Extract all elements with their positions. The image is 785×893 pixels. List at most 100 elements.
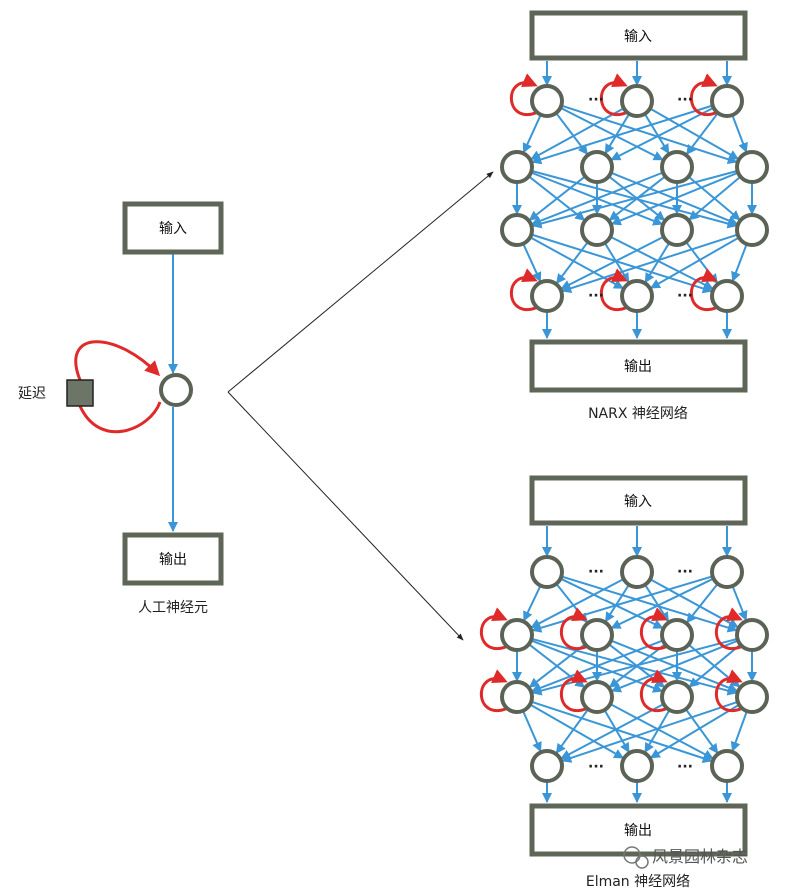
elman-l3-edge-0-0 bbox=[522, 710, 542, 753]
narx-l1-edge-1-1 bbox=[604, 113, 631, 155]
elman-l3-edge-1-0 bbox=[555, 708, 590, 754]
narx-l1-edge-2-2 bbox=[685, 112, 719, 156]
elman-l3-edge-1-2 bbox=[609, 703, 714, 760]
elman-caption: Elman 神经网络 bbox=[586, 874, 690, 890]
elman-ellipsis-bottom-2: ··· bbox=[677, 759, 693, 775]
elman-l1-edge-1-0 bbox=[530, 578, 625, 629]
elman-output-node-0 bbox=[530, 749, 564, 783]
elman-ellipsis-top-1: ··· bbox=[588, 564, 604, 580]
elman-hidden1-recurrent-loop-2 bbox=[639, 607, 669, 650]
elman-l1-edge-0-0 bbox=[522, 585, 542, 622]
elman-l2-edge-3-1 bbox=[610, 639, 739, 693]
narx-l2-edge-1-0 bbox=[528, 175, 586, 221]
single-recurrent-loop-upper bbox=[74, 340, 161, 381]
elman-output-node-1 bbox=[620, 749, 654, 783]
single-neuron-node bbox=[159, 373, 193, 407]
narx-l1-edge-2-3 bbox=[731, 114, 748, 153]
narx-l3-edge-0-2 bbox=[531, 233, 713, 294]
narx-l1-edge-2-1 bbox=[610, 106, 715, 161]
elman-hidden1-recurrent-loop-1 bbox=[559, 607, 589, 650]
narx-input-label: 输入 bbox=[624, 29, 652, 45]
elman-input-node-0 bbox=[530, 555, 564, 589]
elman-l2-edge-3-0 bbox=[531, 637, 738, 696]
narx-input-node-0 bbox=[530, 84, 564, 118]
narx-hidden1-node-3 bbox=[735, 150, 769, 184]
narx-output-recurrent-loop-0 bbox=[509, 268, 539, 311]
elman-l1-edge-2-2 bbox=[686, 583, 719, 624]
elman-hidden2-node-2 bbox=[660, 680, 694, 714]
narx-network: 输入 输出 NARX 神经网络 ··· ··· ··· ··· bbox=[529, 10, 748, 422]
elman-l2-edge-2-0 bbox=[530, 639, 664, 693]
narx-hidden1-node-1 bbox=[580, 150, 614, 184]
elman-hidden1-node-0 bbox=[500, 618, 534, 652]
elman-l3-edge-3-0 bbox=[561, 700, 739, 763]
elman-l3-edge-2-1 bbox=[644, 709, 671, 754]
delay-block bbox=[66, 379, 94, 407]
arrow-to-narx bbox=[227, 171, 494, 393]
narx-l3-edge-2-0 bbox=[560, 235, 665, 290]
elman-hidden2-recurrent-loop-2 bbox=[639, 669, 669, 712]
narx-hidden2-node-3 bbox=[735, 213, 769, 247]
elman-output-node-2 bbox=[710, 749, 744, 783]
single-recurrent-loop-lower bbox=[78, 401, 162, 434]
elman-l1-edge-2-1 bbox=[610, 577, 714, 629]
narx-output-node-1 bbox=[620, 279, 654, 313]
elman-hidden1-node-1 bbox=[580, 618, 614, 652]
elman-hidden2-recurrent-loop-0 bbox=[479, 669, 509, 712]
narx-hidden1-node-2 bbox=[660, 150, 694, 184]
arrow-to-elman bbox=[227, 391, 464, 641]
narx-output-recurrent-loop-1 bbox=[599, 268, 629, 311]
elman-l2-edge-1-0 bbox=[528, 643, 586, 688]
narx-input-recurrent-loop-1 bbox=[599, 73, 629, 116]
narx-ellipsis-bottom-2: ··· bbox=[677, 288, 693, 304]
elman-input-box: 输入 bbox=[529, 475, 748, 526]
narx-l3-edge-1-0 bbox=[555, 241, 589, 285]
delay-label: 延迟 bbox=[18, 386, 46, 402]
narx-l2-edge-3-2 bbox=[688, 175, 742, 221]
narx-l1-edge-1-2 bbox=[643, 113, 670, 155]
narx-l3-edge-3-1 bbox=[650, 236, 740, 289]
single-neuron-diagram: 输入 输出 延迟 人工神经元 bbox=[18, 201, 224, 616]
elman-l3-edge-0-2 bbox=[530, 700, 713, 763]
elman-l3-edge-3-2 bbox=[730, 710, 748, 752]
narx-input-box: 输入 bbox=[529, 10, 748, 61]
narx-l1-edge-1-3 bbox=[649, 107, 739, 160]
narx-input-recurrent-loop-0 bbox=[509, 73, 539, 116]
elman-l2-edge-3-2 bbox=[688, 643, 742, 688]
narx-l3-edge-3-2 bbox=[731, 243, 748, 282]
elman-hidden2-recurrent-loop-1 bbox=[559, 669, 589, 712]
narx-ellipsis-top-2: ··· bbox=[677, 92, 693, 108]
wechat-icon bbox=[623, 846, 649, 869]
recurrent-loop-layer bbox=[74, 73, 744, 712]
narx-l3-edge-0-0 bbox=[522, 243, 542, 283]
narx-input-node-2 bbox=[710, 84, 744, 118]
elman-hidden1-recurrent-loop-0 bbox=[479, 607, 509, 650]
watermark: 风景园林杂志 bbox=[623, 846, 748, 869]
single-neuron-caption: 人工神经元 bbox=[138, 600, 208, 616]
elman-hidden2-node-0 bbox=[500, 680, 534, 714]
elman-ellipsis-bottom-1: ··· bbox=[588, 759, 604, 775]
elman-input-label: 输入 bbox=[624, 494, 652, 510]
narx-input-node-1 bbox=[620, 84, 654, 118]
watermark-text: 风景园林杂志 bbox=[652, 847, 748, 866]
elman-l3-edge-1-1 bbox=[603, 709, 630, 754]
narx-l3-edge-3-0 bbox=[561, 233, 739, 294]
neuron-layer bbox=[159, 84, 769, 783]
elman-ellipsis-top-2: ··· bbox=[677, 564, 693, 580]
elman-hidden2-node-3 bbox=[735, 680, 769, 714]
elman-l3-edge-2-0 bbox=[560, 703, 665, 760]
narx-output-label: 输出 bbox=[624, 359, 652, 375]
narx-ellipsis-bottom-1: ··· bbox=[588, 288, 604, 304]
elman-l3-edge-0-1 bbox=[529, 703, 624, 759]
single-input-label: 输入 bbox=[159, 221, 187, 237]
narx-hidden2-node-2 bbox=[660, 213, 694, 247]
narx-hidden2-node-1 bbox=[580, 213, 614, 247]
elman-hidden1-node-2 bbox=[660, 618, 694, 652]
narx-l1-edge-0-0 bbox=[522, 114, 542, 154]
narx-l1-edge-1-0 bbox=[530, 107, 625, 161]
narx-input-recurrent-loop-2 bbox=[689, 73, 719, 116]
elman-hidden2-node-1 bbox=[580, 680, 614, 714]
elman-l3-edge-3-1 bbox=[649, 703, 740, 759]
narx-ellipsis-top-1: ··· bbox=[588, 92, 604, 108]
